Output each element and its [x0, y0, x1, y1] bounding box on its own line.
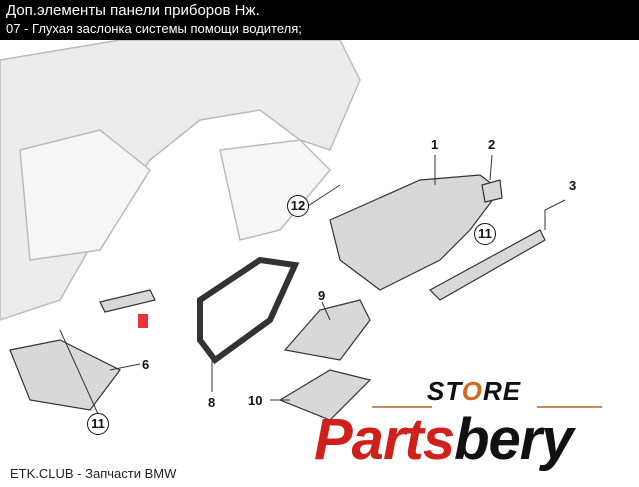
footer-watermark: ETK.CLUB - Запчасти BMW: [10, 466, 177, 481]
callout-10[interactable]: 10: [248, 393, 263, 408]
callout-3[interactable]: 3: [569, 178, 577, 193]
part-10[interactable]: [278, 369, 372, 421]
callout-2[interactable]: 2: [488, 137, 496, 152]
part-8-frame[interactable]: [197, 256, 300, 365]
logo-store-text: RE: [483, 376, 522, 406]
dashboard-outline: [0, 40, 361, 321]
logo-rule: [537, 406, 602, 408]
part-2[interactable]: [481, 179, 503, 203]
callout-6[interactable]: 6: [142, 357, 150, 372]
part-1-carrier[interactable]: [329, 174, 501, 291]
part-9-cover[interactable]: [283, 299, 371, 361]
callout-1[interactable]: 1: [431, 137, 439, 152]
part-7-blind-cover[interactable]: [138, 314, 148, 328]
part-3[interactable]: [429, 229, 546, 301]
logo-store: STORE: [427, 376, 521, 407]
selected-part-caption: 07 - Глухая заслонка системы помощи води…: [6, 21, 302, 36]
logo-store-text: ST: [427, 376, 462, 406]
callout-9[interactable]: 9: [318, 288, 326, 303]
logo-brand: Partsbery: [314, 406, 574, 473]
logo-brand-black: bery: [454, 407, 574, 472]
callout-8[interactable]: 8: [208, 395, 216, 410]
logo-store-o: O: [461, 376, 483, 406]
partsbery-logo: STORE Partsbery: [312, 376, 632, 481]
leader-lines: [59, 154, 566, 415]
page-title: Доп.элементы панели приборов Нж.: [6, 2, 260, 19]
callout-11[interactable]: 11: [87, 413, 109, 435]
logo-rule: [372, 406, 432, 408]
callout-12[interactable]: 12: [287, 195, 309, 217]
part-6-glovebox[interactable]: [9, 339, 121, 411]
parts-diagram: [0, 40, 566, 421]
callout-11[interactable]: 11: [474, 223, 496, 245]
header-bar: Доп.элементы панели приборов Нж. 07 - Гл…: [0, 0, 639, 40]
part-trim[interactable]: [99, 289, 156, 313]
logo-brand-red: Parts: [314, 407, 455, 472]
